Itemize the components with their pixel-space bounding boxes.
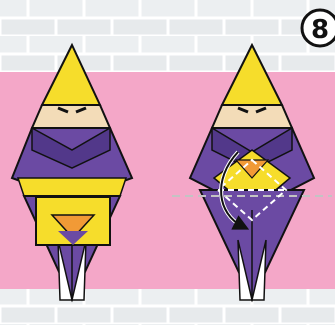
face	[212, 105, 292, 128]
step-number: 8	[311, 15, 329, 45]
step-badge: 8	[302, 10, 335, 46]
belt-band	[18, 178, 126, 196]
face	[32, 105, 110, 128]
